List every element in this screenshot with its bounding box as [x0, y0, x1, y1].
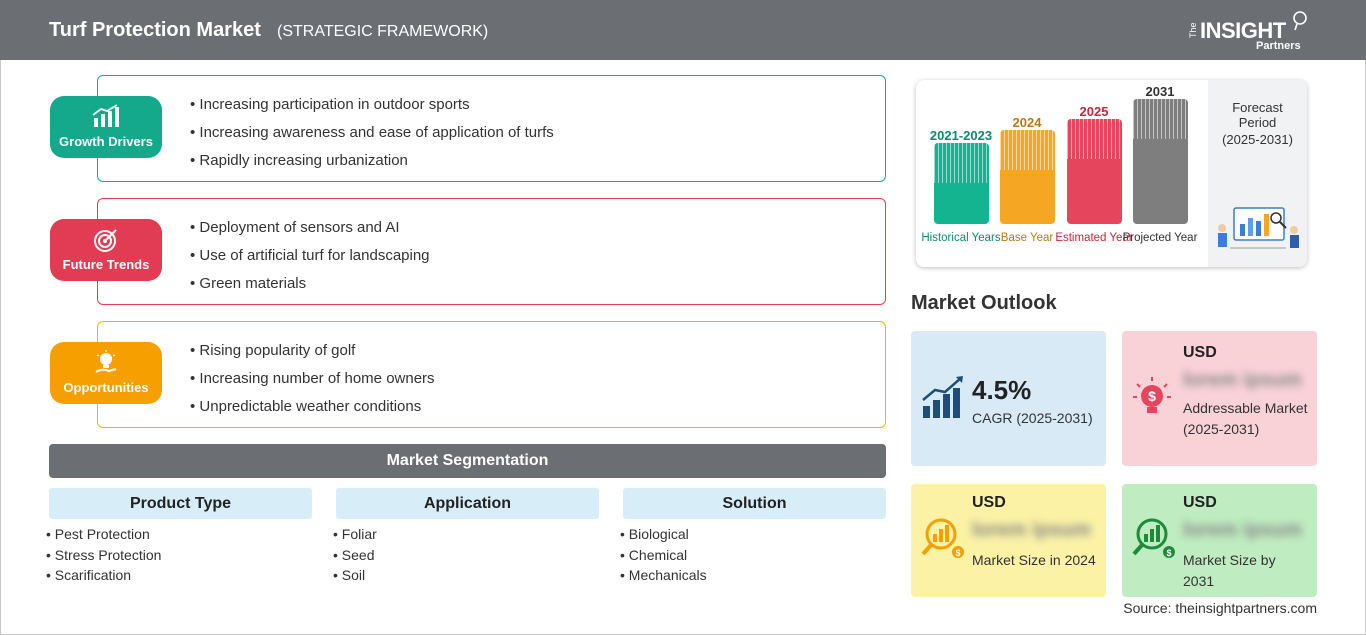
timeline-bar-projected	[1133, 99, 1188, 224]
timeline-year-base: 2024	[1012, 115, 1042, 130]
growth-chart-icon	[922, 376, 963, 418]
timeline-bar-base	[1000, 130, 1055, 224]
cagr-label: CAGR (2025-2031)	[972, 410, 1093, 426]
application-list: Foliar Seed Soil	[333, 524, 377, 586]
svg-text:$: $	[1166, 548, 1171, 558]
magnifier-chart-icon: $	[921, 518, 964, 558]
svg-text:$: $	[955, 548, 960, 558]
list-item: Rising popularity of golf	[190, 342, 435, 370]
list-item: Scarification	[46, 565, 161, 586]
list-item: Rapidly increasing urbanization	[190, 152, 554, 180]
cagr-value: 4.5%	[972, 375, 1032, 405]
forecast-line2: Period	[1238, 115, 1277, 130]
forecast-line3: (2025-2031)	[1222, 132, 1293, 147]
cagr-card: 4.5% CAGR (2025-2031)	[911, 331, 1106, 466]
size2024-label: Market Size in 2024	[972, 552, 1096, 568]
forecast-period-text: Forecast Period (2025-2031)	[1208, 100, 1307, 147]
source-link[interactable]: Source: theinsightpartners.com	[1123, 600, 1317, 616]
list-item: Increasing number of home owners	[190, 370, 434, 398]
future-trends-label: Future Trends	[62, 257, 150, 272]
page-title: Turf Protection Market	[49, 19, 261, 41]
list-item: Unpredictable weather conditions	[190, 398, 435, 426]
list-item: Biological	[620, 524, 707, 545]
size2031-value: lorem ipsum	[1183, 519, 1302, 541]
addressable-market-card: $ USD lorem ipsum Addressable Market (20…	[1122, 331, 1317, 466]
size2024-usd: USD	[972, 494, 1006, 511]
timeline-year-historical: 2021-2023	[929, 128, 993, 143]
list-item: Increasing awareness and ease of applica…	[190, 124, 553, 152]
list-item: Increasing participation in outdoor spor…	[190, 96, 554, 124]
bar-chart-growth-icon	[50, 104, 162, 130]
addressable-label: Addressable Market (2025-2031)	[1183, 400, 1308, 437]
list-item: Stress Protection	[46, 545, 162, 566]
segment-header-solution: Solution	[623, 488, 886, 519]
lightbulb-logo-icon	[1293, 11, 1307, 31]
dashboard-analyst-icon	[1218, 207, 1299, 249]
list-item: Green materials	[190, 275, 430, 303]
market-segmentation-title: Market Segmentation	[49, 444, 886, 478]
opportunities-label: Opportunities	[63, 380, 149, 395]
magnifier-chart-icon: $	[1132, 518, 1175, 558]
target-icon	[50, 227, 162, 253]
size2031-usd: USD	[1183, 494, 1217, 511]
addressable-value: lorem ipsum	[1183, 369, 1302, 391]
segment-header-product-type: Product Type	[49, 488, 312, 519]
list-item: Seed	[333, 545, 377, 566]
lightbulb-hand-icon	[50, 350, 162, 376]
timeline-year-projected: 2031	[1145, 84, 1175, 99]
timeline-year-estimated: 2025	[1079, 104, 1109, 119]
list-item: Use of artificial turf for landscaping	[190, 247, 429, 275]
list-item: Pest Protection	[46, 524, 161, 545]
growth-drivers-label: Growth Drivers	[59, 134, 153, 149]
opportunities-list: Rising popularity of golf Increasing num…	[190, 342, 435, 426]
growth-drivers-list: Increasing participation in outdoor spor…	[190, 96, 554, 180]
opportunities-badge: Opportunities	[50, 342, 162, 404]
page-subtitle: (STRATEGIC FRAMEWORK)	[277, 23, 489, 40]
list-item: Soil	[333, 565, 377, 586]
product-type-list: Pest Protection Stress Protection Scarif…	[46, 524, 162, 586]
list-item: Deployment of sensors and AI	[190, 219, 430, 247]
timeline-label-historical: Historical Years	[921, 232, 1001, 244]
future-trends-badge: Future Trends	[50, 219, 162, 281]
logo-the-text: The	[1188, 22, 1198, 38]
dollar-lightbulb-icon: $	[1133, 377, 1171, 413]
market-outlook-title: Market Outlook	[911, 292, 1057, 314]
insight-partners-logo[interactable]: The INSIGHT Partners	[1188, 11, 1318, 54]
page-header: Turf Protection Market (STRATEGIC FRAMEW…	[0, 0, 1366, 60]
timeline-label-estimated: Estimated Year	[1055, 232, 1133, 244]
timeline-label-projected: Projected Year	[1122, 232, 1198, 244]
timeline-panel: 2021-2023 2024 2025 2031 Historical Year…	[916, 80, 1307, 267]
addressable-usd: USD	[1183, 344, 1217, 361]
forecast-line1: Forecast	[1232, 100, 1283, 115]
future-trends-list: Deployment of sensors and AI Use of arti…	[190, 219, 430, 303]
logo-insight-text: INSIGHT	[1200, 18, 1286, 43]
size2024-value: lorem ipsum	[972, 519, 1091, 541]
list-item: Chemical	[620, 545, 707, 566]
market-size-2031-card: $ USD lorem ipsum Market Size by 2031	[1122, 484, 1317, 597]
market-size-2024-card: $ USD lorem ipsum Market Size in 2024	[911, 484, 1106, 597]
solution-list: Biological Chemical Mechanicals	[620, 524, 707, 586]
timeline-bar-estimated	[1067, 119, 1122, 224]
timeline-label-base: Base Year	[1000, 232, 1054, 244]
growth-drivers-box: Increasing participation in outdoor spor…	[97, 75, 886, 182]
list-item: Foliar	[333, 524, 377, 545]
list-item: Mechanicals	[620, 565, 707, 586]
svg-text:$: $	[1148, 388, 1156, 404]
segment-header-application: Application	[336, 488, 599, 519]
forecast-period-panel: Forecast Period (2025-2031)	[1208, 80, 1307, 267]
future-trends-box: Deployment of sensors and AI Use of arti…	[97, 198, 886, 305]
growth-drivers-badge: Growth Drivers	[50, 96, 162, 158]
logo-partners-text: Partners	[1256, 40, 1301, 52]
opportunities-box: Rising popularity of golf Increasing num…	[97, 321, 886, 428]
size2031-label: Market Size by 2031	[1183, 552, 1276, 589]
timeline-bar-historical	[934, 143, 989, 224]
